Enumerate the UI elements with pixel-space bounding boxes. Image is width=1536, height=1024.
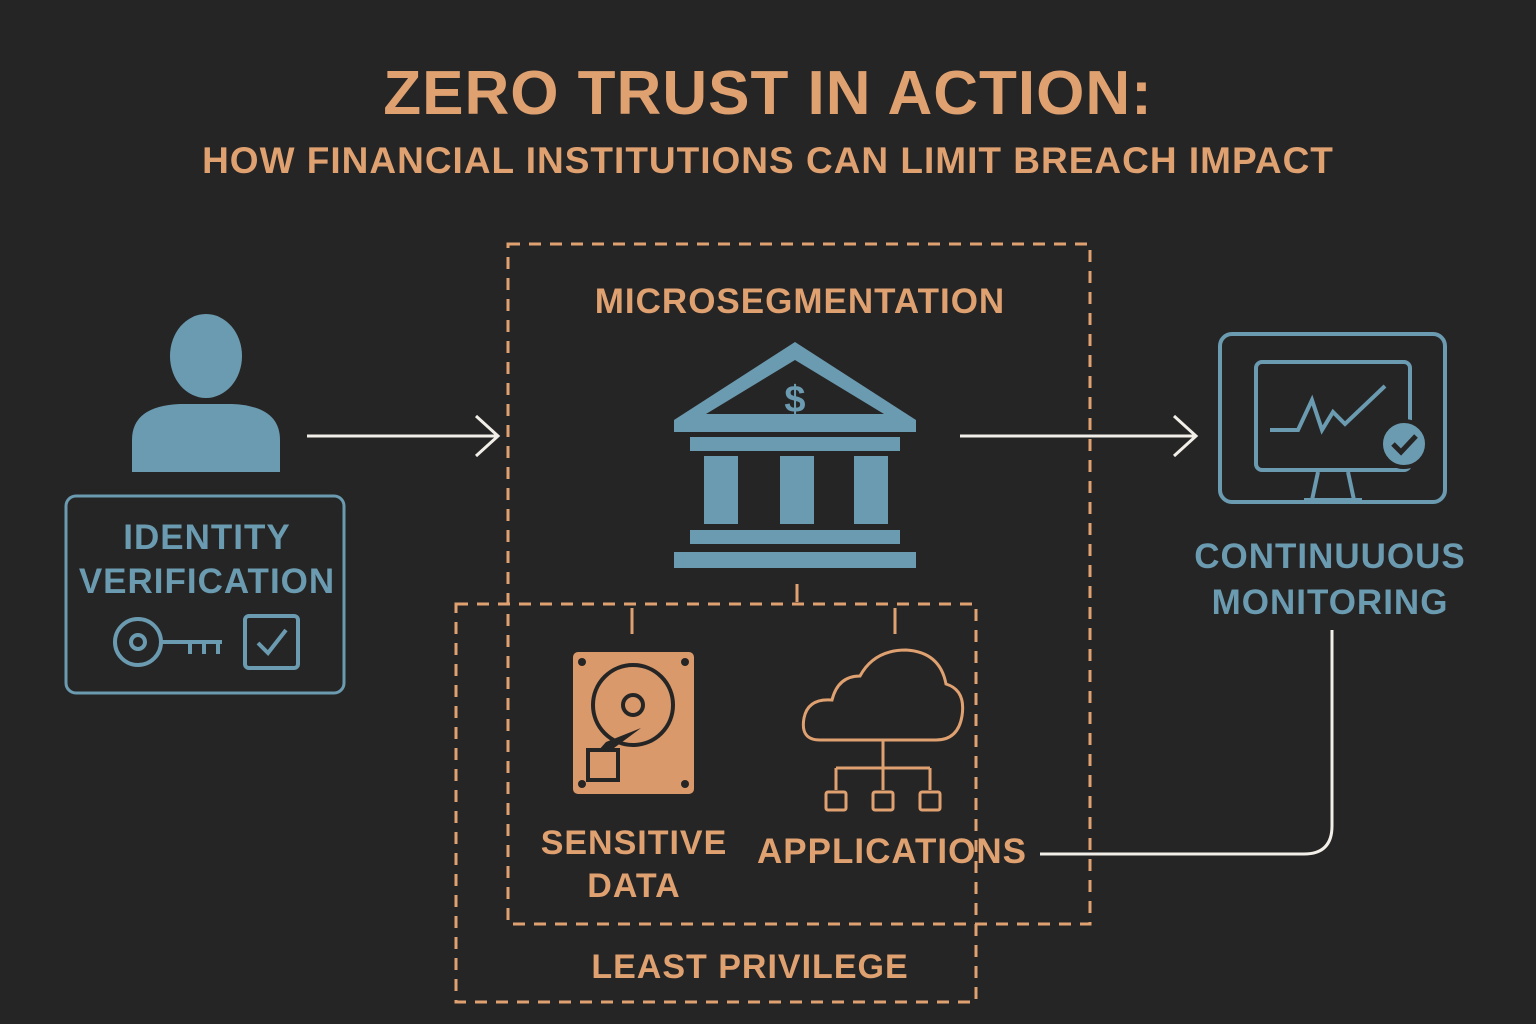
cloud-network-icon [801,648,965,812]
applications-label: APPLICATIONS [757,832,1027,871]
sensitive-data-label: SENSITIVE DATA [540,824,728,905]
identity-card [64,494,346,695]
bank-dollar-sign: $ [784,379,805,421]
arrow-identity-to-micro [307,414,501,458]
microsegmentation-boundary [506,242,1092,926]
continuous-monitoring-label: CONTINUUOUS MONITORING [1194,537,1466,622]
least-privilege-boundary [454,602,978,1004]
page-title: ZERO TRUST IN ACTION: [383,59,1153,128]
feedback-line-monitoring-to-apps [1040,630,1334,856]
key-icon [113,617,222,667]
microsegmentation-label: MICROSEGMENTATION [594,282,1006,321]
check-badge-mark [1391,434,1418,456]
monitor-check-icon [1218,332,1447,504]
checkbox-icon [243,614,300,670]
arrow-micro-to-monitoring [960,414,1199,458]
hard-drive-icon [573,652,694,794]
identity-verification-label: IDENTITY VERIFICATION [78,518,336,601]
check-badge-icon [1379,419,1429,469]
page-subtitle: HOW FINANCIAL INSTITUTIONS CAN LIMIT BRE… [202,140,1334,181]
user-icon [132,314,280,472]
least-privilege-label: LEAST PRIVILEGE [591,948,909,986]
bank-icon [674,342,916,568]
